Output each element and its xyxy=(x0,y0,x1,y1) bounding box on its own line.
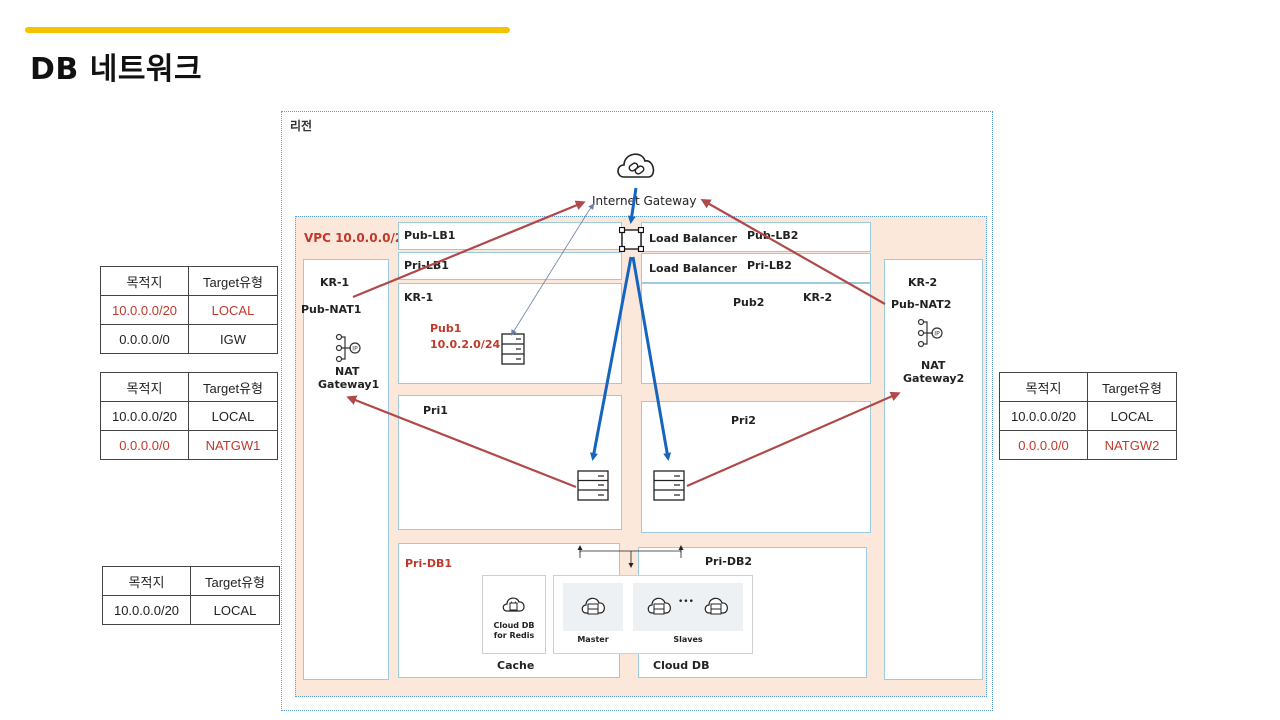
load-balancer-label-1: Load Balancer xyxy=(649,232,737,245)
nat-gateway1-line1: NAT xyxy=(335,365,360,378)
rt1-row2-target: IGW xyxy=(188,324,278,354)
pri2-label: Pri2 xyxy=(731,414,756,427)
rt2-header-dest: 목적지 xyxy=(100,372,189,402)
rt3-row2-dest: 0.0.0.0/0 xyxy=(999,430,1088,460)
region-label: 리전 xyxy=(290,119,313,133)
pub-lb1-label: Pub-LB1 xyxy=(404,229,456,242)
rt1-header-dest: 목적지 xyxy=(100,266,189,296)
rt2-row1-dest: 10.0.0.0/20 xyxy=(100,401,189,431)
kr1-zone-label: KR-1 xyxy=(320,276,350,289)
kr2-zone-label: KR-2 xyxy=(908,276,938,289)
pri2-subnet xyxy=(641,401,871,533)
load-balancer-icon xyxy=(618,226,645,253)
rt2-row2-dest: 0.0.0.0/0 xyxy=(100,430,189,460)
rt2-header-target: Target유형 xyxy=(188,372,278,402)
pri1-label: Pri1 xyxy=(423,404,448,417)
pub1-zone-label: KR-1 xyxy=(404,291,434,304)
pub2-name-label: Pub2 xyxy=(733,296,765,309)
slaves-ellipsis: ••• xyxy=(678,597,694,607)
internet-gateway-label: Internet Gateway xyxy=(592,194,697,208)
pri1-server-icon xyxy=(577,470,609,501)
master-label: Master xyxy=(577,635,609,644)
rt1-row2-dest: 0.0.0.0/0 xyxy=(100,324,189,354)
rt3-header-target: Target유형 xyxy=(1087,372,1177,402)
rt2-row1-target: LOCAL xyxy=(188,401,278,431)
master-db-icon xyxy=(579,592,607,620)
slave-db-icon-1 xyxy=(645,592,673,620)
rt4-row1-dest: 10.0.0.0/20 xyxy=(102,595,191,625)
rt3-row1-dest: 10.0.0.0/20 xyxy=(999,401,1088,431)
slaves-label: Slaves xyxy=(673,635,703,644)
rt3-header-dest: 목적지 xyxy=(999,372,1088,402)
load-balancer-label-2: Load Balancer xyxy=(649,262,737,275)
pri-lb1-label: Pri-LB1 xyxy=(404,259,449,272)
pri2-server-icon xyxy=(653,470,685,501)
rt4-header-dest: 목적지 xyxy=(102,566,191,596)
pub-nat2-label: Pub-NAT2 xyxy=(891,298,952,311)
rt3-row2-target: NATGW2 xyxy=(1087,430,1177,460)
pri-db2-label: Pri-DB2 xyxy=(705,555,752,568)
rt1-row1-target: LOCAL xyxy=(188,295,278,325)
redis-label-line2: for Redis xyxy=(493,631,535,640)
pub1-server-icon xyxy=(501,333,525,365)
vpc-label: VPC 10.0.0.0/20 xyxy=(304,231,412,245)
kr1-zone-box xyxy=(303,259,389,680)
nat-gateway2-line1: NAT xyxy=(921,359,946,372)
nat-ip-badge-left: IP xyxy=(352,346,358,353)
slave-db-icon-2 xyxy=(702,592,730,620)
rt3-row1-target: LOCAL xyxy=(1087,401,1177,431)
nat-gateway2-icon: IP xyxy=(915,318,945,348)
nat-gateway1-icon: IP xyxy=(333,333,363,363)
rt2-row2-target: NATGW1 xyxy=(188,430,278,460)
redis-cloud-icon xyxy=(500,590,528,618)
pri-db1-label: Pri-DB1 xyxy=(405,557,452,570)
nat-gateway2-line2: Gateway2 xyxy=(903,372,965,385)
nat-ip-badge-right: IP xyxy=(934,331,940,338)
nat-gateway1-line2: Gateway1 xyxy=(318,378,380,391)
cloud-db-label: Cloud DB xyxy=(653,659,710,672)
pub-nat1-label: Pub-NAT1 xyxy=(301,303,362,316)
cloud-db-redis-box xyxy=(482,575,546,654)
internet-gateway-icon xyxy=(614,146,660,182)
rt1-header-target: Target유형 xyxy=(188,266,278,296)
cache-label: Cache xyxy=(497,659,535,672)
title-accent-bar xyxy=(25,27,510,33)
pub1-name-label: Pub1 xyxy=(430,322,462,335)
page-title: DB 네트워크 xyxy=(30,52,203,87)
pub-lb2-label: Pub-LB2 xyxy=(747,229,799,242)
pub2-zone-label: KR-2 xyxy=(803,291,833,304)
pri-lb2-label: Pri-LB2 xyxy=(747,259,792,272)
pub1-cidr-label: 10.0.2.0/24 xyxy=(430,338,501,351)
redis-label-line1: Cloud DB xyxy=(493,621,535,630)
rt4-row1-target: LOCAL xyxy=(190,595,280,625)
rt4-header-target: Target유형 xyxy=(190,566,280,596)
rt1-row1-dest: 10.0.0.0/20 xyxy=(100,295,189,325)
